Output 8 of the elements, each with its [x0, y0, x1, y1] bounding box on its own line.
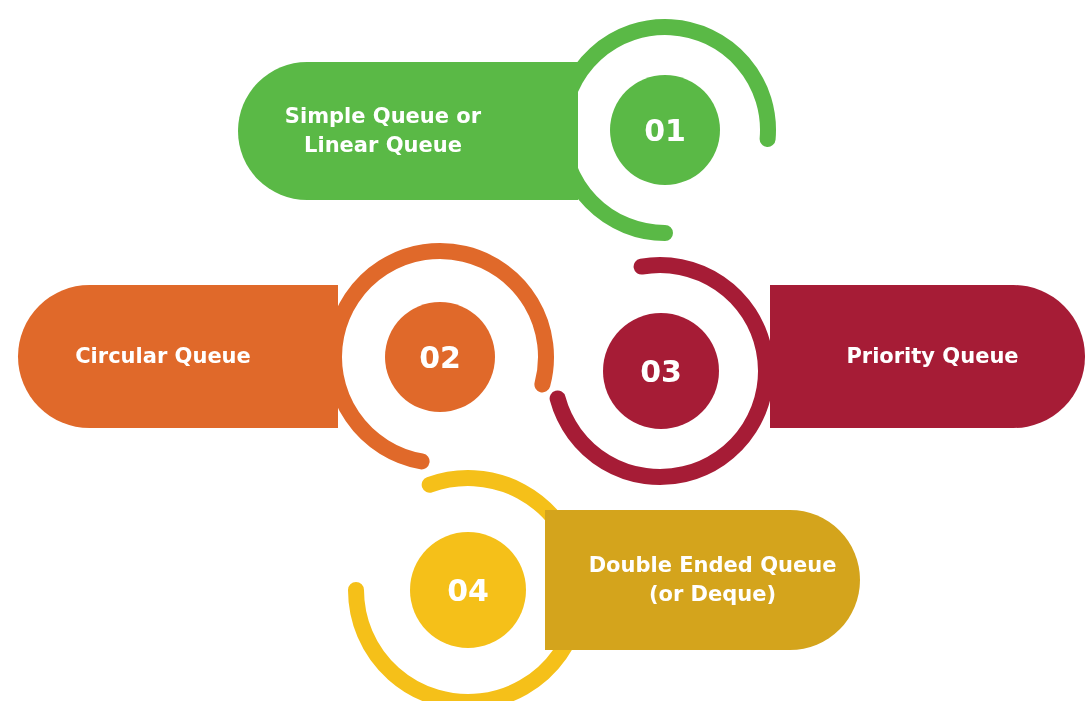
number-circle: 02	[385, 302, 495, 412]
label-band: Circular Queue	[18, 285, 338, 428]
number-circle: 03	[603, 313, 719, 429]
label-band: Priority Queue	[770, 285, 1085, 428]
number-circle: 01	[610, 75, 720, 185]
number-circle: 04	[410, 532, 526, 648]
label-band: Double Ended Queue (or Deque)	[545, 510, 860, 650]
label-band: Simple Queue or Linear Queue	[238, 62, 578, 200]
